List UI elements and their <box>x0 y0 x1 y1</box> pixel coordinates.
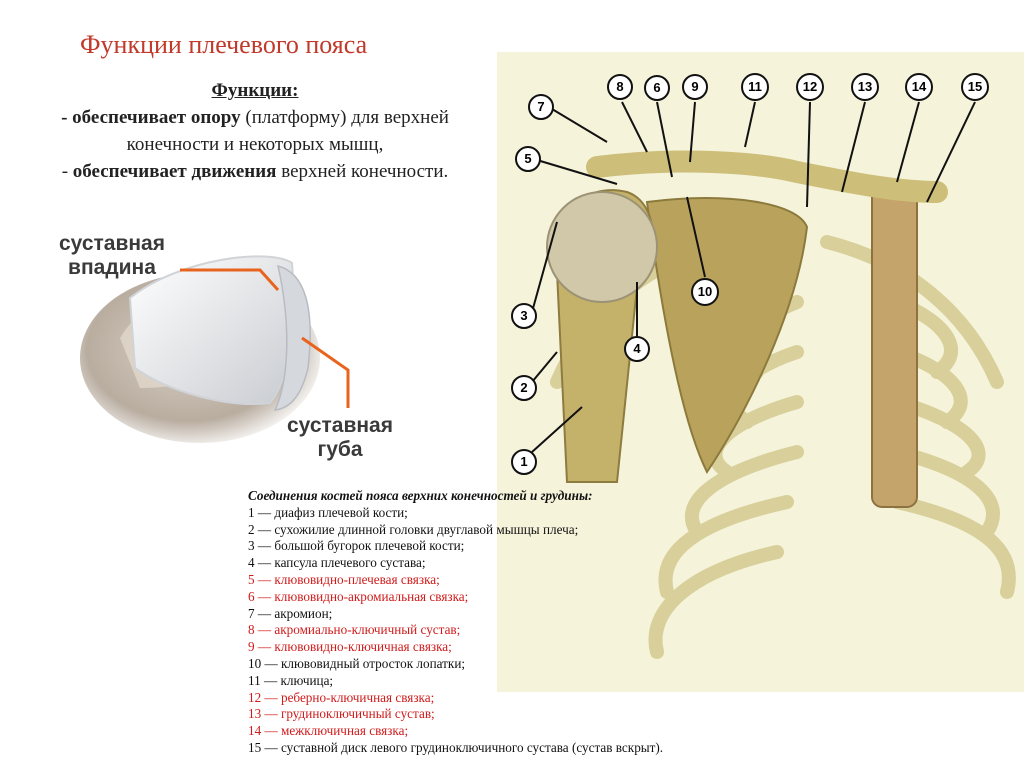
function-support-rest: (платформу) для верхней конечности и нек… <box>126 106 449 155</box>
marker-11: 11 <box>741 73 769 101</box>
rib <box>820 235 1004 389</box>
legend-item: 5 — клювовидно-плечевая связка; <box>248 571 440 587</box>
anatomy-legend: Соединения костей пояса верхних конечнос… <box>248 488 808 757</box>
svg-text:13: 13 <box>858 79 872 94</box>
marker-13: 13 <box>851 73 879 101</box>
anatomy-drawing: 1 2 3 4 5 6 7 8 9 10 11 12 13 14 15 <box>511 73 1016 659</box>
marker-15: 15 <box>961 73 989 101</box>
legend-item: 4 — капсула плечевого сустава; <box>248 555 426 571</box>
rib <box>890 395 986 479</box>
svg-text:11: 11 <box>748 79 762 94</box>
function-support: - обеспечивает опору (платформу) для вер… <box>20 105 490 159</box>
legend-item: 9 — клювовидно-ключичная связка; <box>248 639 452 655</box>
svg-text:12: 12 <box>803 79 817 94</box>
socket-label: суставная впадина <box>58 232 165 280</box>
legend-item: 2 — сухожилие длинной головки двуглавой … <box>248 521 579 537</box>
marker-4: 4 <box>624 336 650 362</box>
marker-3: 3 <box>511 303 537 329</box>
legend-item: 3 — большой бугорок плечевой кости; <box>248 538 465 554</box>
legend-item: 7 — акромион; <box>248 605 333 621</box>
legend-title: Соединения костей пояса верхних конечнос… <box>248 488 593 503</box>
marker-group: 1 2 3 4 5 6 7 8 9 10 11 12 13 14 15 <box>511 73 989 475</box>
marker-12: 12 <box>796 73 824 101</box>
svg-text:8: 8 <box>616 79 623 94</box>
legend-item: 14 — межключичная связка; <box>248 723 409 739</box>
legend-list: 1 — диафиз плечевой кости;2 — сухожилие … <box>248 505 808 757</box>
leader-lines <box>531 101 976 453</box>
marker-5: 5 <box>515 146 541 172</box>
legend-item: 12 — реберно-ключичная связка; <box>248 689 435 705</box>
marker-6: 6 <box>644 75 670 101</box>
svg-text:3: 3 <box>520 308 527 323</box>
function-movement-prefix: - <box>61 160 73 182</box>
legend-item: 10 — клювовидный отросток лопатки; <box>248 655 466 671</box>
functions-heading: Функции: <box>211 80 299 101</box>
marker-14: 14 <box>905 73 933 101</box>
rib <box>648 545 784 659</box>
legend-item: 1 — диафиз плечевой кости; <box>248 504 408 520</box>
marker-7: 7 <box>528 94 554 120</box>
svg-text:4: 4 <box>633 341 641 356</box>
lip-pointer-line <box>301 336 350 408</box>
scapula <box>645 197 809 474</box>
glenoid-drawing <box>80 255 350 443</box>
slide-title: Функции плечевого пояса <box>80 30 368 59</box>
function-movement-rest: верхней конечности. <box>276 160 449 182</box>
svg-text:15: 15 <box>968 79 982 94</box>
svg-text:14: 14 <box>912 79 927 94</box>
svg-text:10: 10 <box>698 284 712 299</box>
marker-10: 10 <box>691 278 719 306</box>
legend-item: 6 — клювовидно-акромиальная связка; <box>248 588 469 604</box>
svg-text:1: 1 <box>520 454 527 469</box>
legend-item: 11 — ключица; <box>248 672 334 688</box>
legend-item: 13 — грудиноключичный сустав; <box>248 706 435 722</box>
rib <box>684 445 804 539</box>
shoulder-girdle-illustration: 1 2 3 4 5 6 7 8 9 10 11 12 13 14 15 <box>497 52 1024 692</box>
labrum-label: суставная губа <box>286 414 393 462</box>
marker-9: 9 <box>682 74 708 100</box>
glenoid-illustration: суставная впадина суставная губа <box>30 218 450 480</box>
glenoid-labrum <box>273 264 311 411</box>
function-support-bold: - обеспечивает опору <box>61 106 241 128</box>
functions-block: Функции: - обеспечивает опору (платформу… <box>20 78 490 186</box>
clavicle <box>586 150 948 203</box>
socket-pointer-line <box>180 268 280 292</box>
svg-text:2: 2 <box>520 380 527 395</box>
legend-item: 8 — акромиально-ключичный сустав; <box>248 622 461 638</box>
legend-item: 15 — суставной диск левого грудиноключич… <box>248 739 664 755</box>
marker-2: 2 <box>511 375 537 401</box>
sternum <box>871 186 918 508</box>
rib <box>890 445 1000 539</box>
marker-8: 8 <box>607 74 633 100</box>
function-movement: - обеспечивает движения верхней конечнос… <box>20 159 490 186</box>
function-movement-bold: обеспечивает движения <box>72 160 277 182</box>
joint-capsule <box>546 191 658 303</box>
svg-text:6: 6 <box>653 80 660 95</box>
rib <box>890 495 1016 599</box>
svg-text:5: 5 <box>524 151 531 166</box>
svg-text:9: 9 <box>691 79 698 94</box>
rib <box>658 495 794 599</box>
marker-1: 1 <box>511 449 537 475</box>
svg-text:7: 7 <box>537 99 544 114</box>
